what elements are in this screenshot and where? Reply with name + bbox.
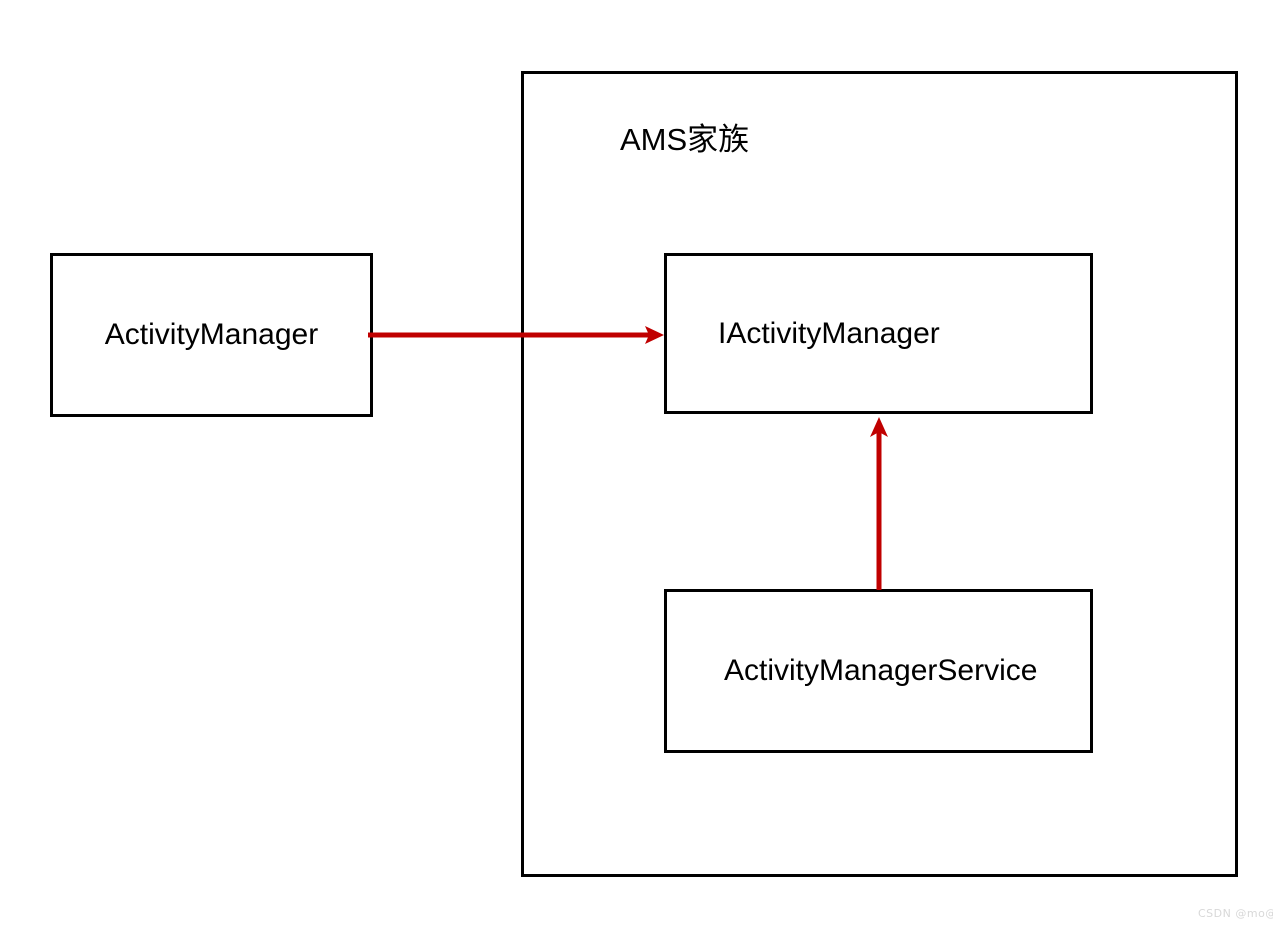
node-activity-manager-label: ActivityManager — [104, 318, 319, 351]
node-activity-manager-service-label: ActivityManagerService — [724, 654, 1038, 687]
csdn-watermark: CSDN @mo@ — [1198, 907, 1273, 920]
node-activity-manager[interactable]: ActivityManager — [50, 253, 373, 417]
group-title-ams: AMS家族 — [620, 122, 750, 157]
node-iactivity-manager-label: IActivityManager — [718, 316, 940, 350]
node-iactivity-manager[interactable]: IActivityManager — [664, 253, 1093, 414]
group-container-ams — [521, 71, 1238, 877]
node-activity-manager-service[interactable]: ActivityManagerService — [664, 589, 1093, 753]
